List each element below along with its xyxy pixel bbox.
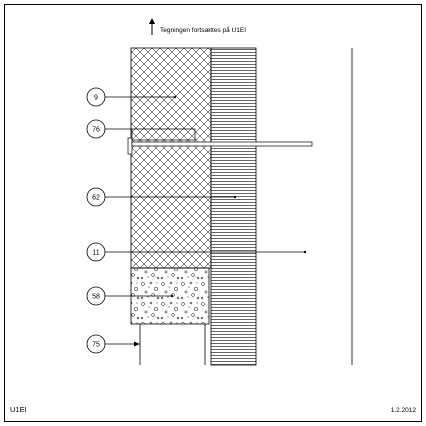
- svg-text:11: 11: [92, 250, 99, 257]
- svg-text:76: 76: [92, 127, 100, 134]
- drawing-code: U1EI: [10, 405, 27, 414]
- cladding-boards: [210, 47, 257, 366]
- svg-text:58: 58: [92, 294, 100, 301]
- insulation-layer: [130, 47, 212, 269]
- callout-76: 76: [86, 119, 132, 139]
- drawing-frame: [4, 4, 422, 422]
- callout-75: 75: [86, 334, 140, 354]
- fastener-anchor: [127, 128, 313, 155]
- callout-11: 11: [86, 242, 307, 262]
- callout-9: 9: [86, 87, 177, 107]
- svg-text:9: 9: [94, 95, 98, 102]
- svg-text:75: 75: [92, 342, 100, 349]
- callout-62: 62: [86, 187, 237, 207]
- drawing-date: 1.2.2012: [391, 407, 417, 414]
- continuation-arrow-icon: [149, 18, 155, 35]
- callout-58: 58: [86, 286, 174, 306]
- continuation-note: Tegningen fortsættes på U1EI: [160, 26, 246, 34]
- svg-text:62: 62: [92, 195, 100, 202]
